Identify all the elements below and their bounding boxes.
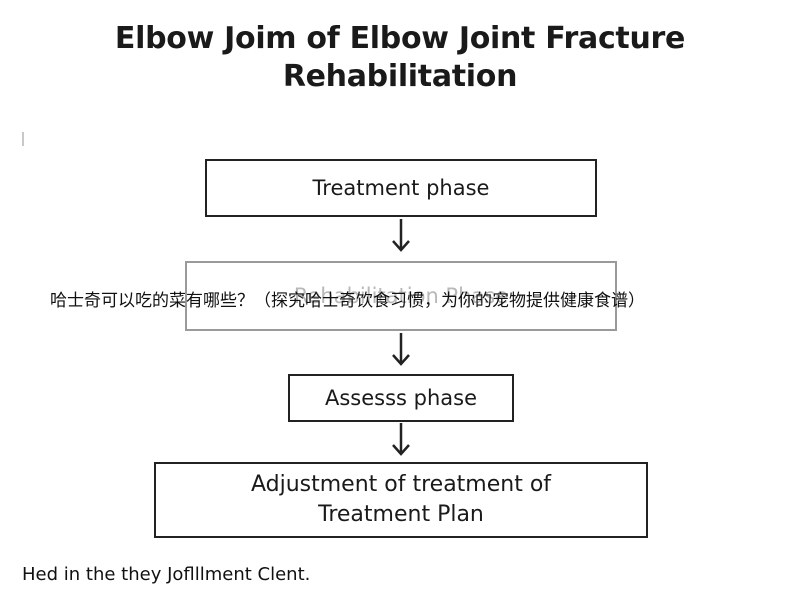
arrow-down-icon	[392, 219, 410, 252]
flow-box-treatment-phase: Treatment phase	[205, 159, 597, 217]
caption-text: Hed in the they Joflllment Clent.	[22, 564, 311, 585]
flow-box-rehabilitation-phase: Rehabilitation Phase	[185, 261, 617, 331]
flow-box-adjustment-line-2: Treatment Plan	[318, 502, 484, 527]
flow-box-treatment-label: Treatment phase	[312, 176, 490, 200]
scan-artifact-mark	[22, 132, 24, 146]
arrow-down-icon	[392, 333, 410, 366]
flow-box-assess-phase: Assesss phase	[288, 374, 514, 422]
flow-box-adjustment-line-1: Adjustment of treatment of	[250, 472, 552, 497]
diagram-title: Elbow Joim of Elbow Joint Fracture Rehab…	[0, 20, 800, 96]
title-line-2: Rehabilitation	[282, 59, 518, 94]
flow-box-adjustment: Adjustment of treatment of Treatment Pla…	[154, 462, 648, 538]
arrow-down-icon	[392, 423, 410, 456]
title-line-1: Elbow Joim of Elbow Joint Fracture	[114, 21, 686, 56]
overlay-headline: 哈士奇可以吃的菜有哪些？（探究哈士奇饮食习惯，为你的宠物提供健康食谱）	[50, 291, 645, 311]
flow-box-rehabilitation-label: Rehabilitation Phase	[293, 284, 509, 308]
flow-box-assess-label: Assesss phase	[324, 386, 478, 410]
